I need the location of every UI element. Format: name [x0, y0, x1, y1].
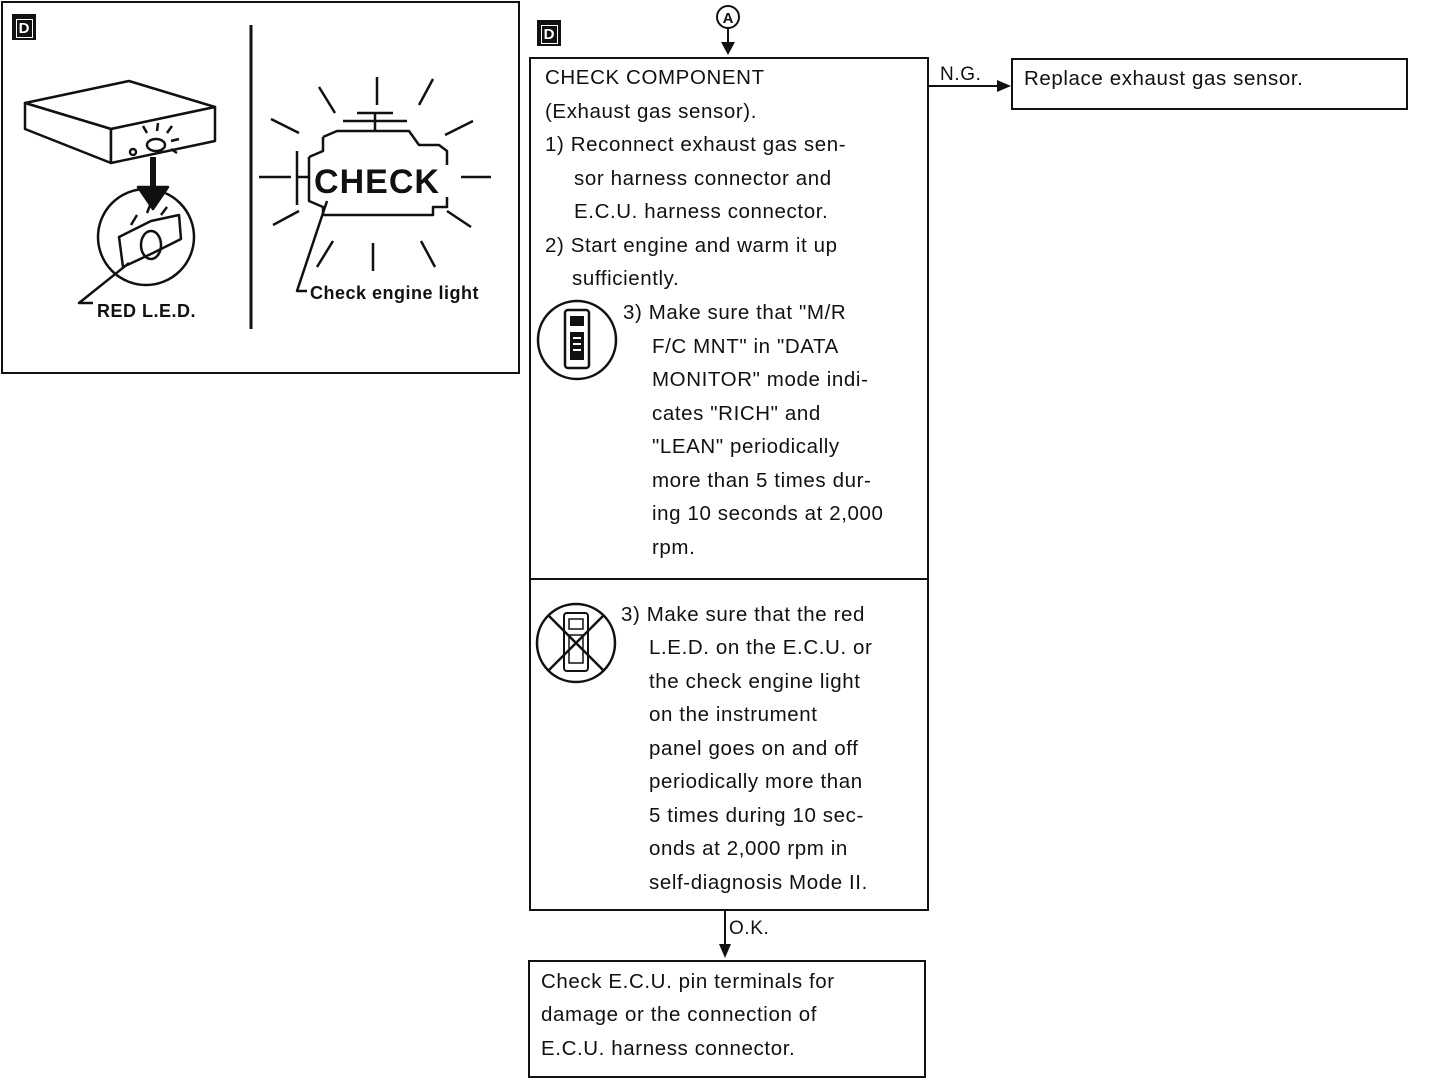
step-divider: [529, 578, 929, 580]
consult-line: cates "RICH" and: [652, 402, 821, 425]
replace-sensor-text: Replace exhaust gas sensor.: [1024, 67, 1304, 90]
illustration-badge: D: [12, 14, 36, 40]
consult-line: MONITOR" mode indi-: [652, 368, 869, 391]
ok-label: O.K.: [729, 918, 770, 939]
check-ecu-line: E.C.U. harness connector.: [541, 1037, 796, 1060]
check-ecu-line: damage or the connection of: [541, 1003, 818, 1026]
red-led-label: RED L.E.D.: [97, 301, 197, 321]
consult-line: 3) Make sure that "M/R: [623, 301, 847, 324]
no-consult-line: 3) Make sure that the red: [621, 603, 866, 626]
check-engine-light-icon: CHECK: [259, 77, 491, 293]
step1-line: E.C.U. harness connector.: [574, 200, 829, 223]
no-consult-line: periodically more than: [649, 770, 863, 793]
check-ecu-box: [528, 960, 926, 1078]
consult-line: ing 10 seconds at 2,000: [652, 502, 884, 525]
no-consult-line: on the instrument: [649, 703, 818, 726]
consult-line: "LEAN" periodically: [652, 435, 840, 458]
no-consult-tester-icon: [535, 602, 617, 684]
no-consult-line: 5 times during 10 sec-: [649, 804, 864, 827]
step1-line: sor harness connector and: [574, 167, 832, 190]
check-ecu-line: Check E.C.U. pin terminals for: [541, 970, 835, 993]
step1-line: sufficiently.: [572, 267, 680, 290]
step1-line: (Exhaust gas sensor).: [545, 100, 757, 123]
step1-line: 2) Start engine and warm it up: [545, 234, 838, 257]
check-word: CHECK: [314, 163, 440, 201]
flow-badge: D: [537, 20, 561, 46]
ecu-illustration: [23, 25, 253, 329]
step1-line: CHECK COMPONENT: [545, 66, 765, 89]
no-consult-line: L.E.D. on the E.C.U. or: [649, 636, 873, 659]
no-consult-line: panel goes on and off: [649, 737, 859, 760]
check-component-box: [529, 57, 929, 911]
ok-arrow: [719, 910, 731, 958]
illustration-panel: [1, 1, 520, 374]
ng-label: N.G.: [940, 64, 982, 85]
connector-a-symbol: A: [716, 5, 740, 55]
check-engine-light-label: Check engine light: [310, 283, 480, 303]
consult-line: F/C MNT" in "DATA: [652, 335, 839, 358]
no-consult-line: the check engine light: [649, 670, 861, 693]
consult-tester-icon: [536, 299, 618, 381]
consult-line: rpm.: [652, 536, 696, 559]
ng-arrow: [929, 80, 1011, 92]
step1-line: 1) Reconnect exhaust gas sen-: [545, 133, 847, 156]
no-consult-line: self-diagnosis Mode II.: [649, 871, 868, 894]
no-consult-line: onds at 2,000 rpm in: [649, 837, 848, 860]
consult-line: more than 5 times dur-: [652, 469, 872, 492]
replace-sensor-box: [1011, 58, 1408, 110]
connector-a-label: A: [723, 10, 734, 27]
